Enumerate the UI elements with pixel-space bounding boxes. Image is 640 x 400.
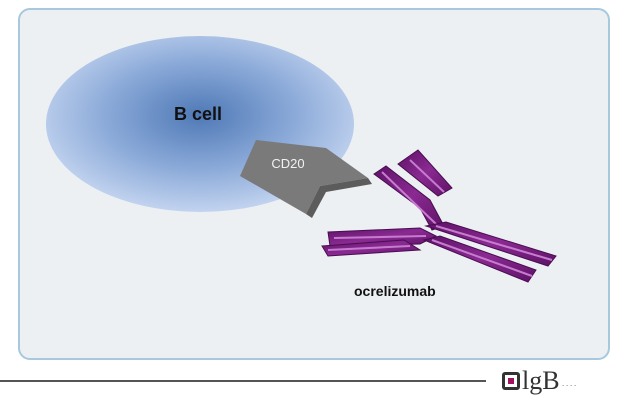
square-logo-icon <box>502 372 520 390</box>
logo-text: lgB <box>522 366 560 395</box>
footer-divider <box>0 380 486 382</box>
logo-trailing-mark: ···· <box>561 380 578 390</box>
cd20-receptor-shape <box>240 140 368 214</box>
ocrelizumab-label: ocrelizumab <box>354 283 436 299</box>
cd20-receptor-shadow <box>306 178 372 218</box>
antibody-icon <box>321 149 557 283</box>
b-cell-label: B cell <box>174 104 222 124</box>
cd20-label: CD20 <box>271 156 304 171</box>
brand-logo: lgB ···· <box>502 366 578 396</box>
